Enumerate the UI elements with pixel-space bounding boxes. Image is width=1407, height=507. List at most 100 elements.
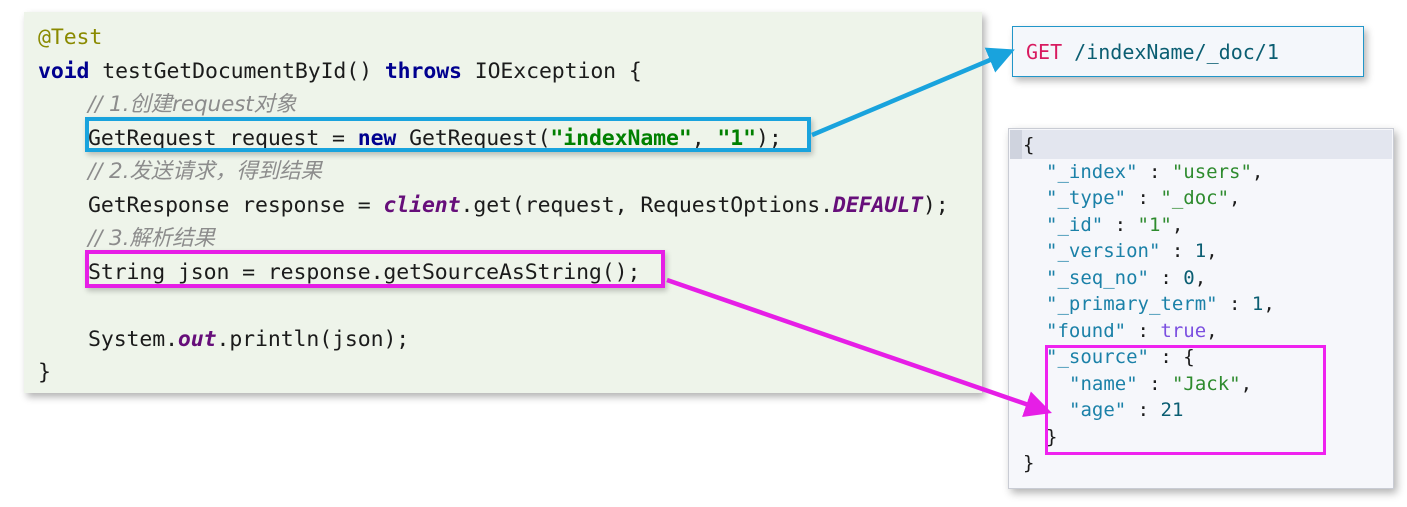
- code-token: GetRequest(: [396, 125, 551, 151]
- json-line: "found" : true,: [1023, 318, 1393, 345]
- json-line: }: [1023, 450, 1393, 477]
- json-line: "_index" : "users",: [1023, 159, 1393, 186]
- code-token: throws: [384, 58, 462, 84]
- code-token: ,: [691, 125, 718, 151]
- code-token: .println(json);: [216, 326, 410, 352]
- json-token: ,: [1206, 319, 1218, 342]
- get-request-box: GET /indexName/_doc/1: [1012, 26, 1364, 77]
- json-token: 1: [1251, 293, 1264, 315]
- json-token: "_type": [1046, 187, 1127, 209]
- code-token: testGetDocumentById(): [89, 58, 385, 84]
- code-token: GetRequest request =: [88, 125, 358, 151]
- json-line: {: [1023, 132, 1393, 159]
- json-token: "_primary_term": [1046, 293, 1218, 315]
- json-token: :: [1126, 399, 1161, 421]
- json-token: ,: [1229, 187, 1241, 209]
- json-token: "_seq_no": [1046, 266, 1149, 289]
- http-path-label: /indexName/_doc/1: [1062, 39, 1279, 64]
- code-line: System.out.println(json);: [38, 323, 982, 357]
- json-token: "users": [1171, 160, 1252, 183]
- json-token: ,: [1206, 240, 1218, 262]
- json-token: 0: [1183, 266, 1195, 289]
- code-token: DEFAULT: [832, 192, 923, 218]
- json-response-panel: {"_index" : "users","_type" : "_doc","_i…: [1008, 128, 1394, 489]
- json-token: "Jack": [1171, 372, 1241, 395]
- code-line: // 1.创建request对象: [38, 88, 982, 122]
- code-line: [38, 289, 982, 323]
- json-gutter-strip: [1010, 130, 1022, 159]
- magenta-highlight-box-source: [1045, 345, 1326, 455]
- magenta-highlight-box-json: [85, 250, 665, 288]
- code-token: .get(request, RequestOptions.: [460, 192, 834, 218]
- code-token: );: [922, 192, 949, 218]
- code-line: @Test: [38, 21, 982, 55]
- json-token: :: [1137, 160, 1172, 183]
- json-line: "_id" : "1",: [1023, 212, 1393, 239]
- code-line: String json = response.getSourceAsString…: [38, 256, 982, 290]
- code-line: // 3.解析结果: [38, 222, 982, 256]
- json-token: 21: [1160, 399, 1184, 421]
- json-line: }: [1023, 424, 1393, 451]
- json-token: ,: [1263, 293, 1275, 315]
- code-token: @Test: [38, 25, 103, 50]
- json-token: "age": [1069, 399, 1127, 421]
- json-line: "age" : 21: [1023, 397, 1393, 424]
- code-token: // 1.创建request对象: [88, 92, 297, 117]
- json-token: "name": [1069, 372, 1138, 395]
- code-token: GetResponse response =: [88, 192, 384, 218]
- json-token: :: [1137, 372, 1172, 395]
- json-line: "name" : "Jack",: [1023, 371, 1393, 398]
- code-line: }: [38, 356, 982, 390]
- json-token: "_index": [1046, 160, 1138, 183]
- json-token: "_version": [1046, 240, 1161, 262]
- json-token: :: [1160, 240, 1195, 262]
- json-token: :: [1126, 187, 1161, 209]
- json-token: 1: [1194, 240, 1207, 262]
- code-line: GetRequest request = new GetRequest("ind…: [38, 122, 982, 156]
- json-token: "_id": [1046, 213, 1104, 236]
- code-token: IOException {: [461, 58, 642, 84]
- json-lines: {"_index" : "users","_type" : "_doc","_i…: [1023, 132, 1393, 477]
- code-token: client: [383, 192, 461, 218]
- code-token: );: [755, 125, 782, 151]
- json-token: "found": [1046, 319, 1127, 342]
- json-token: :: [1217, 293, 1252, 315]
- code-token: "indexName": [550, 125, 692, 151]
- code-token: "1": [717, 125, 756, 151]
- json-line: "_version" : 1,: [1023, 238, 1393, 265]
- json-token: ,: [1251, 160, 1264, 183]
- json-token: ,: [1171, 213, 1184, 236]
- json-line: "_source" : {: [1023, 344, 1393, 371]
- json-token: :: [1103, 213, 1138, 236]
- code-token: String json = response.getSourceAsString…: [88, 259, 641, 285]
- code-token: // 2.发送请求，得到结果: [88, 159, 322, 184]
- http-method-label: GET: [1026, 39, 1063, 64]
- json-line: "_type" : "_doc",: [1023, 185, 1393, 212]
- json-token: "_source": [1046, 346, 1149, 368]
- json-line: "_seq_no" : 0,: [1023, 265, 1393, 292]
- json-token: "1": [1137, 213, 1172, 236]
- json-token: ,: [1194, 266, 1207, 289]
- code-token: void: [38, 58, 90, 84]
- json-token: }: [1023, 452, 1035, 474]
- code-token: }: [38, 360, 51, 385]
- code-token: System.: [88, 326, 178, 352]
- json-token: : {: [1148, 346, 1195, 368]
- code-token: // 3.解析结果: [88, 226, 215, 251]
- code-line: GetResponse response = client.get(reques…: [38, 189, 982, 223]
- json-token: "_doc": [1160, 187, 1230, 209]
- json-token: {: [1023, 134, 1035, 156]
- json-token: :: [1148, 266, 1184, 289]
- code-token: new: [357, 125, 397, 151]
- code-panel: @Test void testGetDocumentById() throws I…: [24, 12, 982, 393]
- blue-highlight-box-request: [85, 117, 811, 152]
- json-token: :: [1126, 319, 1161, 342]
- code-token: out: [177, 326, 217, 352]
- json-first-line-highlight: [1010, 130, 1392, 159]
- code-line: // 2.发送请求，得到结果: [38, 155, 982, 189]
- json-token: }: [1046, 425, 1058, 448]
- json-line: "_primary_term" : 1,: [1023, 291, 1393, 318]
- code-lines: @Test void testGetDocumentById() throws I…: [38, 21, 982, 390]
- get-request-text: GET /indexName/_doc/1: [1013, 40, 1279, 64]
- code-line: void testGetDocumentById() throws IOExce…: [38, 55, 982, 89]
